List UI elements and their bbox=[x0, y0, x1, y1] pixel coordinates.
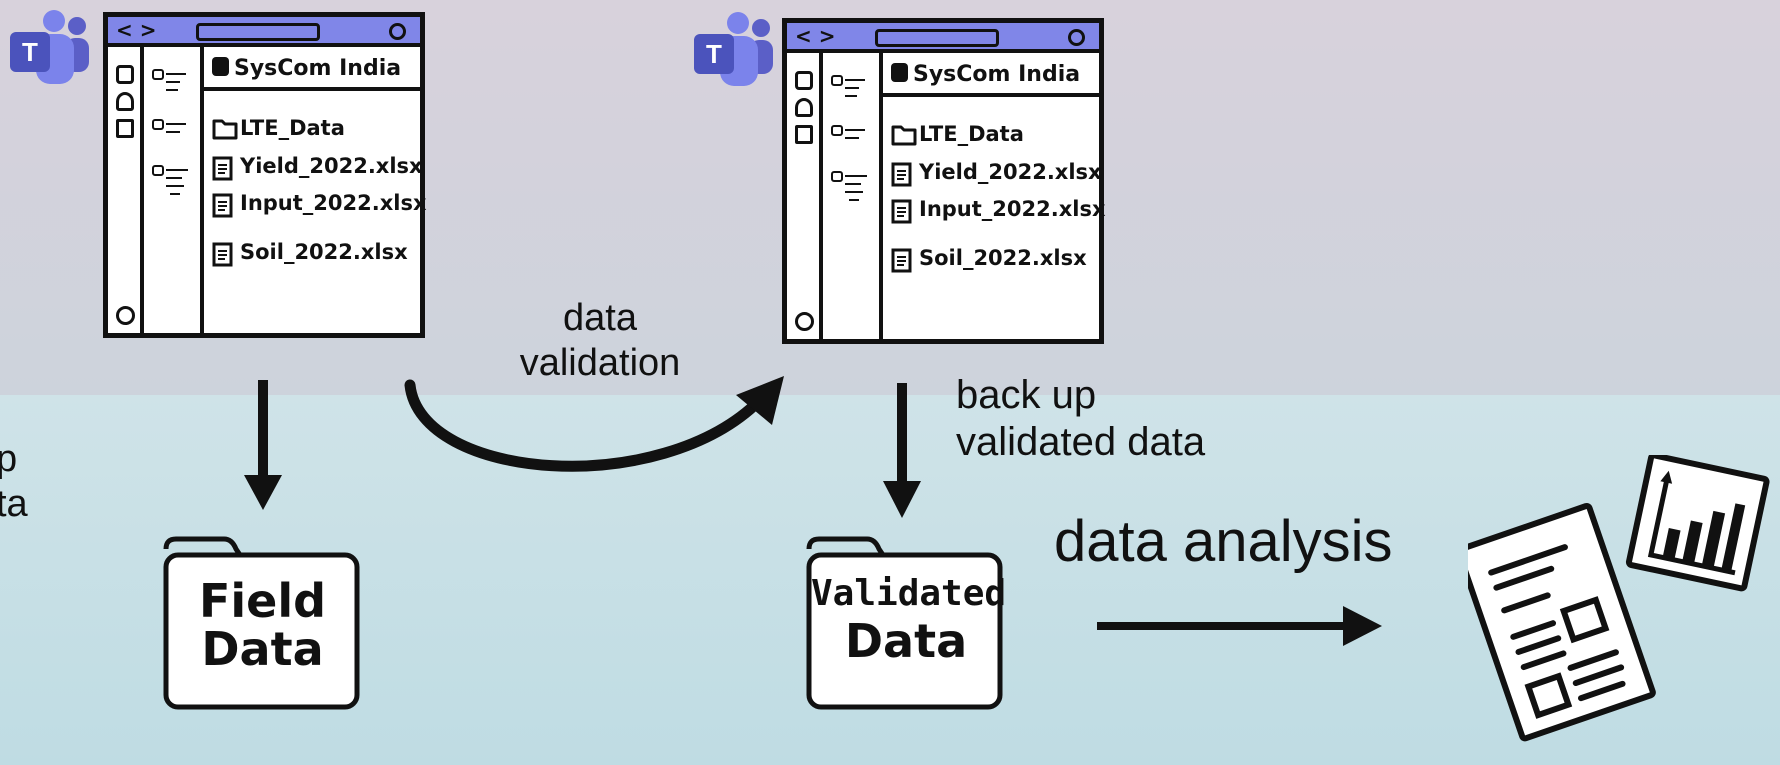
right-arrow-analysis bbox=[1097, 606, 1382, 646]
folder-icon bbox=[806, 536, 1003, 710]
report-document-icon bbox=[1468, 502, 1656, 742]
window-titlebar: < > bbox=[787, 23, 1099, 53]
folder-icon bbox=[891, 125, 917, 146]
document-icon bbox=[212, 242, 233, 267]
file-name: Input_2022.xlsx bbox=[240, 191, 427, 215]
report-chart-icon bbox=[1468, 455, 1770, 742]
app-rail bbox=[108, 47, 144, 333]
microsoft-teams-icon: T bbox=[690, 10, 776, 88]
teams-window-source: < > SysCom India LTE_Data Yield_2022.xls… bbox=[103, 12, 427, 338]
validated-data-folder: Validated Data bbox=[803, 535, 1008, 715]
chat-list bbox=[144, 47, 204, 333]
teams-window-validated: < > SysCom India LTE_Data Yield_2022.xls… bbox=[782, 18, 1106, 344]
down-arrow-backup bbox=[883, 383, 921, 518]
document-icon bbox=[891, 199, 912, 224]
profile-icon[interactable] bbox=[795, 312, 814, 331]
team-name: SysCom India bbox=[913, 62, 1081, 87]
down-arrow-field bbox=[244, 380, 282, 510]
document-icon bbox=[891, 248, 912, 273]
chat-item[interactable] bbox=[152, 119, 192, 145]
data-analysis-label: data analysis bbox=[1054, 509, 1393, 574]
window-control-icon[interactable] bbox=[389, 23, 406, 40]
files-icon[interactable] bbox=[795, 125, 813, 144]
profile-icon[interactable] bbox=[116, 306, 135, 325]
file-name: Soil_2022.xlsx bbox=[240, 240, 408, 264]
microsoft-teams-icon: T bbox=[6, 8, 92, 86]
window-control-icon[interactable] bbox=[1068, 29, 1085, 46]
field-data-label: Field Data bbox=[198, 574, 327, 677]
people-icon[interactable] bbox=[795, 98, 813, 117]
back-forward-icon[interactable]: < > bbox=[116, 18, 157, 42]
chat-item[interactable] bbox=[152, 69, 192, 95]
chat-item[interactable] bbox=[831, 125, 871, 151]
validated-data-label: Validated Data bbox=[811, 573, 1007, 668]
search-bar[interactable] bbox=[196, 23, 320, 41]
folder-name: LTE_Data bbox=[240, 116, 345, 140]
chat-item[interactable] bbox=[831, 75, 871, 101]
activity-icon[interactable] bbox=[795, 71, 813, 90]
backup-label: back up validated data bbox=[956, 373, 1206, 465]
team-avatar-icon bbox=[891, 63, 908, 82]
people-icon[interactable] bbox=[116, 92, 134, 111]
data-validation-label: data validation bbox=[519, 297, 681, 384]
window-titlebar: < > bbox=[108, 17, 420, 47]
teams-letter: T bbox=[22, 37, 38, 67]
teams-letter: T bbox=[706, 39, 722, 69]
file-name: Yield_2022.xlsx bbox=[919, 160, 1102, 184]
search-bar[interactable] bbox=[875, 29, 999, 47]
document-icon bbox=[891, 162, 912, 187]
team-header[interactable]: SysCom India bbox=[204, 47, 420, 91]
file-name: Input_2022.xlsx bbox=[919, 197, 1106, 221]
activity-icon[interactable] bbox=[116, 65, 134, 84]
folder-icon bbox=[163, 536, 360, 710]
folder-name: LTE_Data bbox=[919, 122, 1024, 146]
document-icon bbox=[212, 156, 233, 181]
team-avatar-icon bbox=[212, 57, 229, 76]
file-name: Yield_2022.xlsx bbox=[240, 154, 423, 178]
chat-item[interactable] bbox=[831, 171, 871, 201]
file-name: Soil_2022.xlsx bbox=[919, 246, 1087, 270]
bar-chart-icon bbox=[1625, 455, 1770, 592]
field-data-folder: Field Data bbox=[160, 535, 365, 715]
document-icon bbox=[212, 193, 233, 218]
chat-list bbox=[823, 53, 883, 339]
app-rail bbox=[787, 53, 823, 339]
curved-arrow-validation bbox=[404, 376, 784, 472]
back-forward-icon[interactable]: < > bbox=[795, 24, 836, 48]
files-icon[interactable] bbox=[116, 119, 134, 138]
chat-item[interactable] bbox=[152, 165, 192, 195]
team-name: SysCom India bbox=[234, 56, 402, 81]
left-cut-label: p ta bbox=[0, 438, 28, 525]
folder-icon bbox=[212, 119, 238, 140]
team-header[interactable]: SysCom India bbox=[883, 53, 1099, 97]
